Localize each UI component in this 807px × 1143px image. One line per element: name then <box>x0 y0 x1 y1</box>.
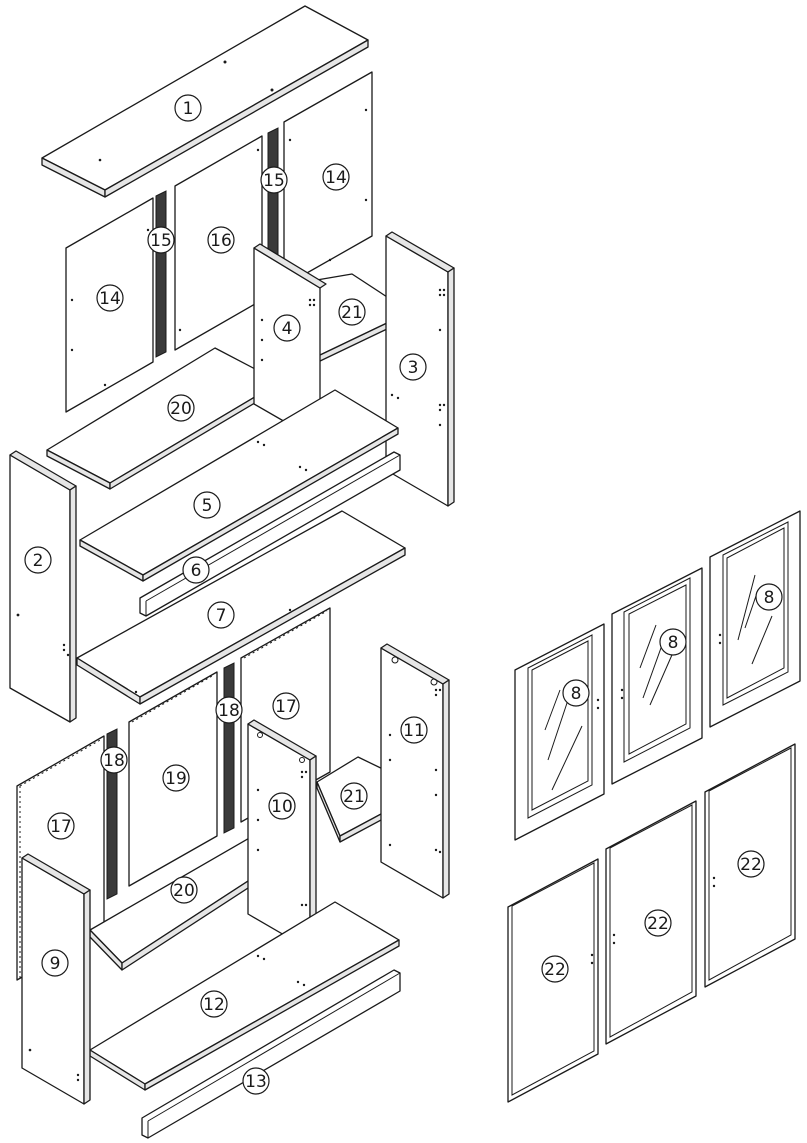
part-number-22: 22 <box>541 955 569 983</box>
svg-text:4: 4 <box>282 319 293 339</box>
svg-text:18: 18 <box>103 751 125 771</box>
svg-text:7: 7 <box>216 606 227 626</box>
svg-text:8: 8 <box>668 633 679 653</box>
part-2-left-side-panel <box>9 450 77 723</box>
part-number-8: 8 <box>659 628 687 656</box>
svg-text:21: 21 <box>343 787 365 807</box>
part-number-22: 22 <box>644 909 672 937</box>
part-7-lower-top-board <box>76 510 406 705</box>
part-number-20: 20 <box>167 394 195 422</box>
svg-text:20: 20 <box>173 881 195 901</box>
part-number-17: 17 <box>47 812 75 840</box>
part-9-left-side-panel <box>21 853 91 1105</box>
part-number-8: 8 <box>755 583 783 611</box>
part-number-18: 18 <box>215 696 243 724</box>
part-number-8: 8 <box>562 679 590 707</box>
part-20-shelf-upper <box>46 347 281 490</box>
svg-text:22: 22 <box>740 855 762 875</box>
svg-text:15: 15 <box>150 231 172 251</box>
svg-text:14: 14 <box>325 168 347 188</box>
part-number-22: 22 <box>737 850 765 878</box>
svg-text:13: 13 <box>245 1072 267 1092</box>
part-5-bottom-board <box>79 389 399 582</box>
part-number-19: 19 <box>162 764 190 792</box>
svg-text:1: 1 <box>183 99 194 119</box>
part-15-back-strip-left <box>155 190 167 358</box>
part-number-7: 7 <box>207 601 235 629</box>
part-number-18: 18 <box>100 746 128 774</box>
part-number-21: 21 <box>338 298 366 326</box>
part-number-11: 11 <box>400 716 428 744</box>
part-number-21: 21 <box>340 782 368 810</box>
part-1-top-board <box>41 5 369 198</box>
part-number-15: 15 <box>260 166 288 194</box>
svg-text:22: 22 <box>647 914 669 934</box>
svg-text:5: 5 <box>202 496 213 516</box>
part-number-13: 13 <box>242 1067 270 1095</box>
svg-text:20: 20 <box>170 399 192 419</box>
svg-text:2: 2 <box>33 551 44 571</box>
part-number-12: 12 <box>200 990 228 1018</box>
part-number-3: 3 <box>399 353 427 381</box>
svg-text:16: 16 <box>210 231 232 251</box>
svg-text:21: 21 <box>341 303 363 323</box>
part-number-4: 4 <box>273 314 301 342</box>
part-8-glass-door-left <box>514 623 605 841</box>
part-number-6: 6 <box>182 556 210 584</box>
svg-text:14: 14 <box>99 289 121 309</box>
part-number-14: 14 <box>96 284 124 312</box>
svg-text:3: 3 <box>408 358 419 378</box>
part-13-plinth-lower <box>141 969 401 1139</box>
svg-text:9: 9 <box>50 954 61 974</box>
svg-text:15: 15 <box>263 171 285 191</box>
svg-text:8: 8 <box>571 684 582 704</box>
part-8-glass-door-center <box>611 567 703 785</box>
svg-text:6: 6 <box>191 561 202 581</box>
part-number-10: 10 <box>268 792 296 820</box>
part-8-glass-door-right <box>709 510 801 728</box>
svg-text:12: 12 <box>203 995 225 1015</box>
svg-text:19: 19 <box>165 769 187 789</box>
svg-text:18: 18 <box>218 701 240 721</box>
part-number-15: 15 <box>147 226 175 254</box>
part-12-bottom-board <box>89 901 400 1091</box>
part-18-back-strip-right <box>223 662 235 834</box>
part-number-2: 2 <box>24 546 52 574</box>
part-number-5: 5 <box>193 491 221 519</box>
svg-text:17: 17 <box>50 817 72 837</box>
svg-text:8: 8 <box>764 588 775 608</box>
part-number-16: 16 <box>207 226 235 254</box>
part-number-17: 17 <box>272 692 300 720</box>
part-number-14: 14 <box>322 163 350 191</box>
part-10-center-partition <box>247 719 317 951</box>
svg-text:11: 11 <box>403 721 425 741</box>
svg-text:17: 17 <box>275 697 297 717</box>
svg-text:22: 22 <box>544 960 566 980</box>
part-11-right-side-panel <box>380 643 450 899</box>
part-number-1: 1 <box>174 94 202 122</box>
part-number-20: 20 <box>170 876 198 904</box>
part-number-9: 9 <box>41 949 69 977</box>
svg-text:10: 10 <box>271 797 293 817</box>
